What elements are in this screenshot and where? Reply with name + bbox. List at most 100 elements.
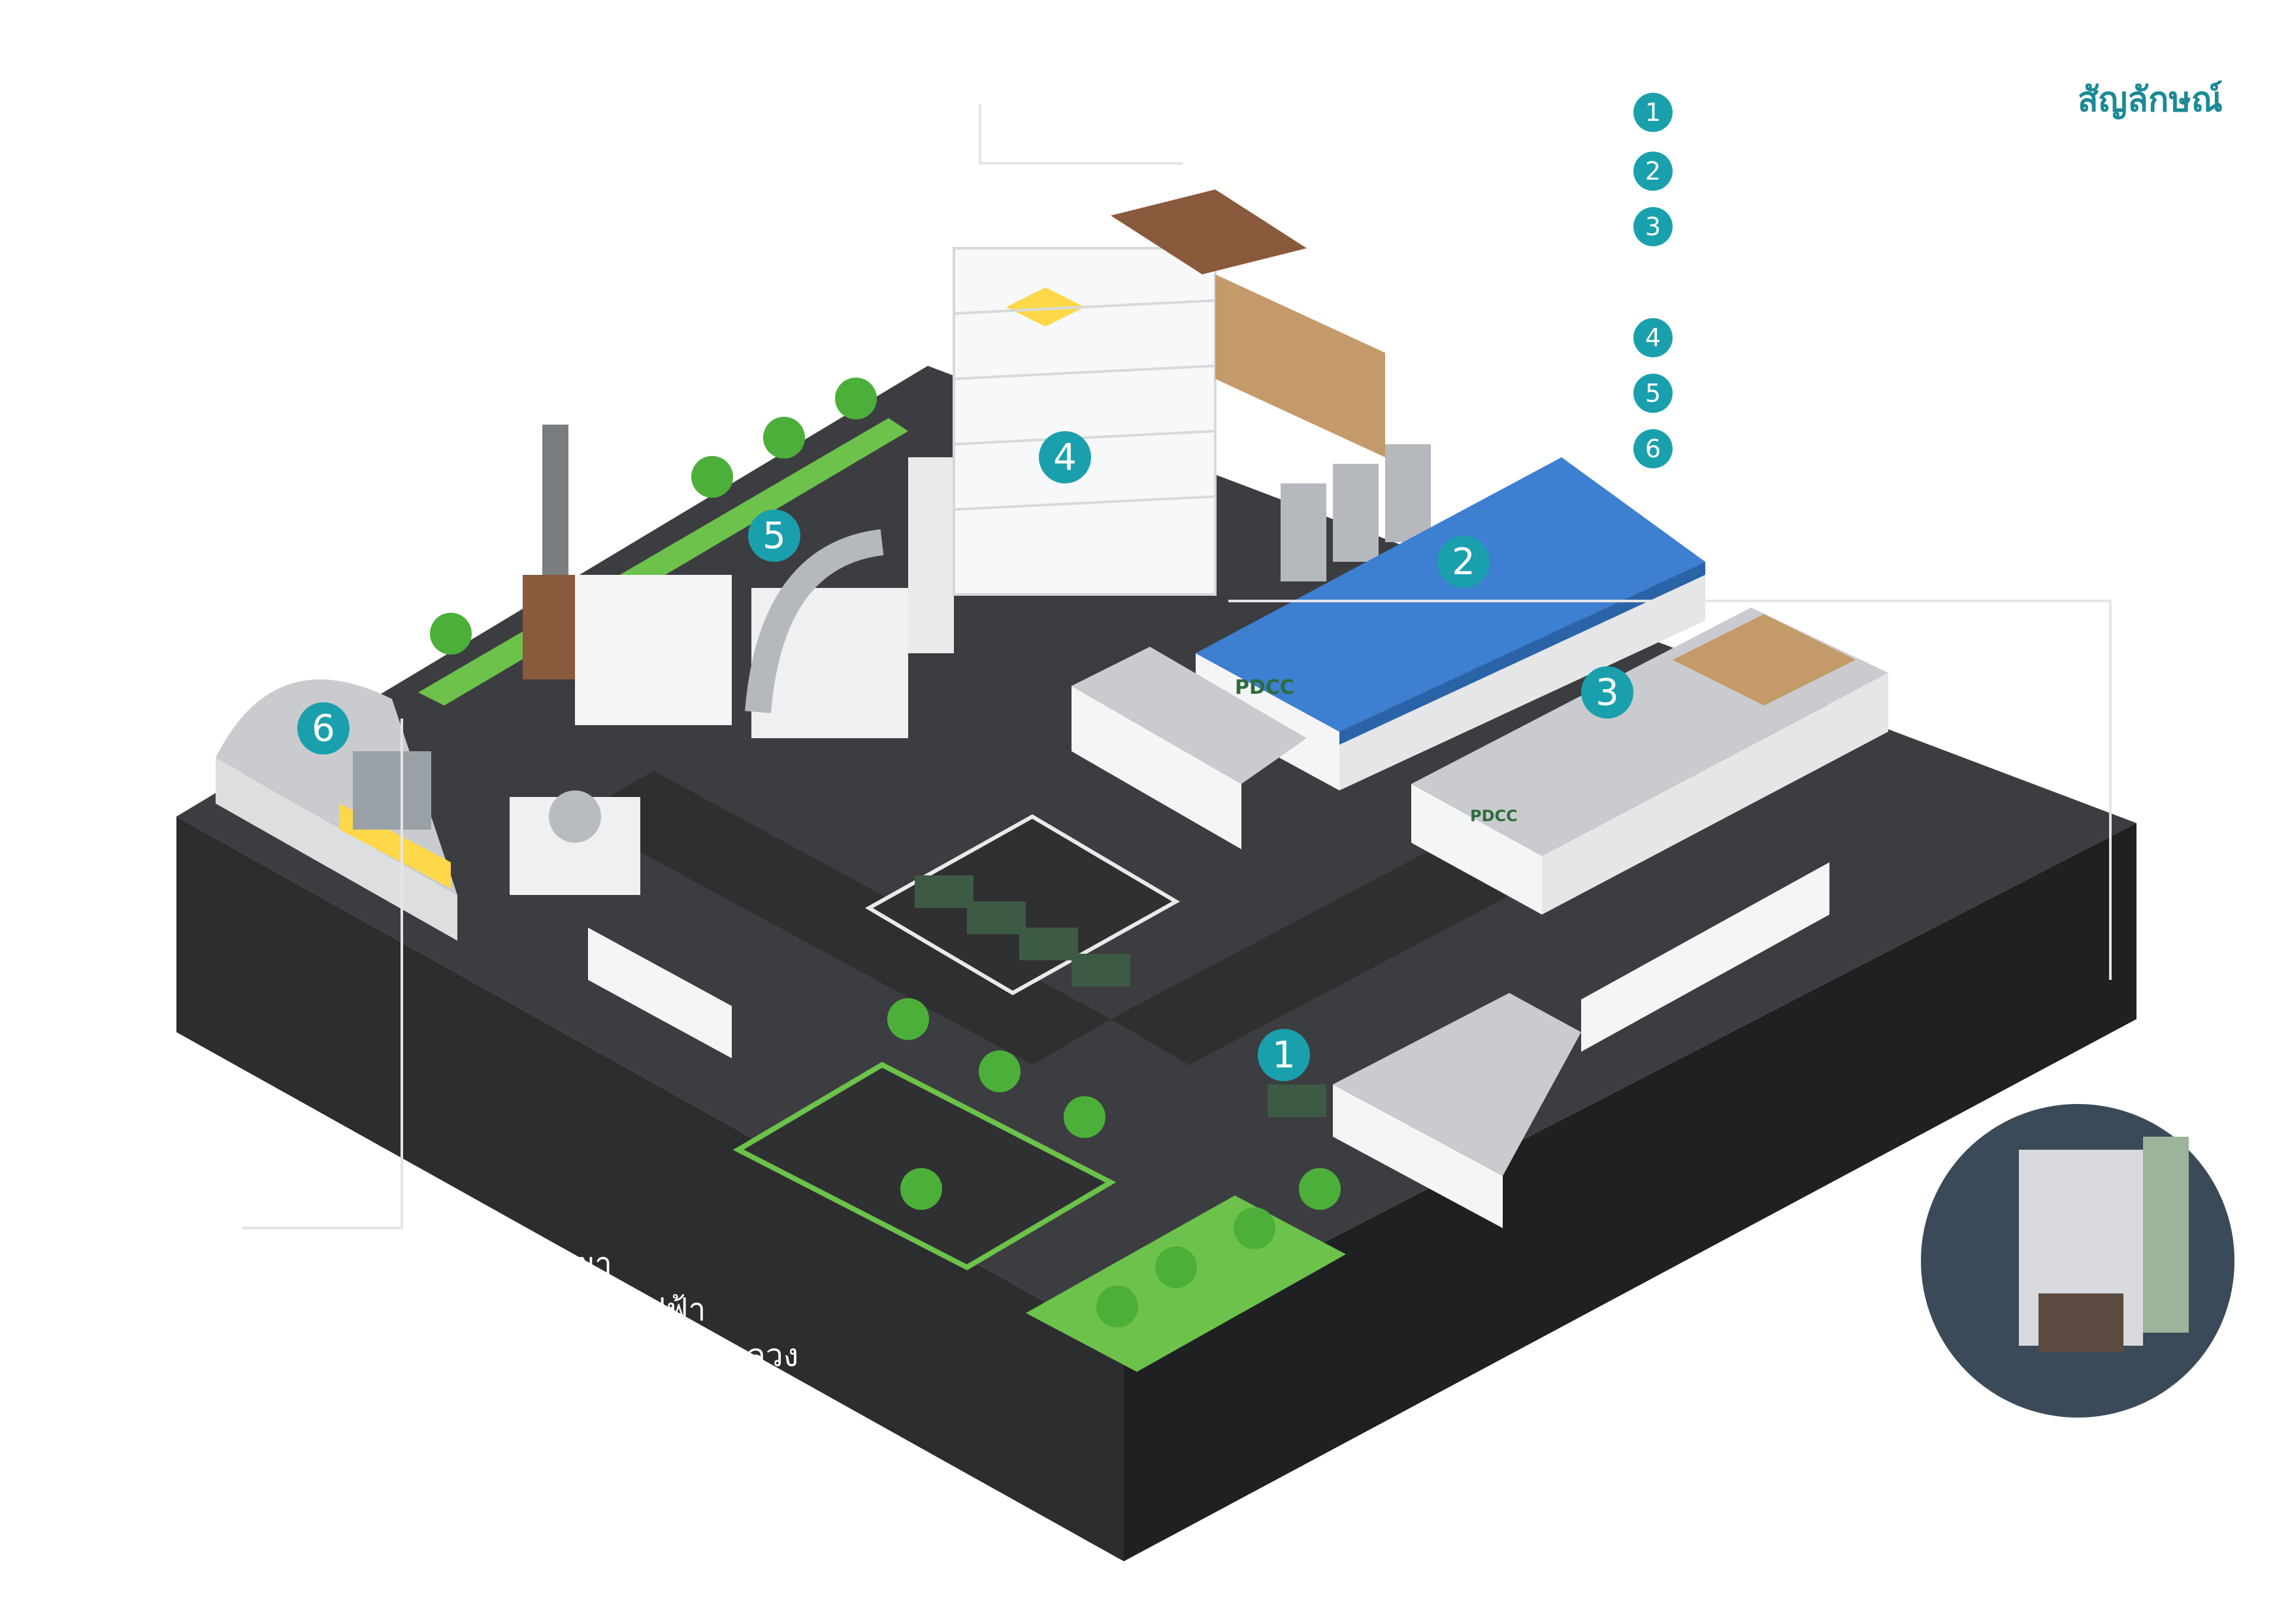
tree xyxy=(1299,1168,1341,1210)
office-building xyxy=(1072,686,1241,849)
note-steam-line1: ระบบผลิตไอน้ำตั้งอยู่ด้านหลังเตาเผา xyxy=(124,1246,612,1282)
note-text: ช่วยให้สามารถควบคุมอุณหภูมิ xyxy=(548,103,972,139)
hazardous-building-wall xyxy=(1411,784,1542,915)
staff-house xyxy=(588,928,732,1058)
hazardous-waste-building xyxy=(1411,608,1888,915)
legend-number: 1 xyxy=(1633,92,1673,132)
tree xyxy=(691,456,733,498)
marker-1: 1 xyxy=(1258,1029,1310,1081)
storage-tank xyxy=(1333,464,1379,562)
tree xyxy=(1064,1096,1105,1138)
garbage-truck xyxy=(1268,1084,1326,1117)
legend-label: ระบบบำบัดมลพิษทางอากาศ xyxy=(1690,375,2054,410)
legend-label: อาคารเตาเผา xyxy=(1690,319,1869,355)
garbage-truck xyxy=(1019,928,1078,960)
truck-parking xyxy=(864,814,1326,1117)
incinerator-frame xyxy=(953,247,1217,596)
note-steam-line2: โดยส่วนของไอน้ำสามารถผลิตกระแสไฟฟ้า xyxy=(124,1291,706,1328)
cooling-fan xyxy=(549,790,601,843)
legend-label: ผลิตผสมของเสีย / จัดเก็บแบตเตอรี่ xyxy=(1690,264,2136,299)
power-hall-wall xyxy=(216,758,457,941)
photo-furnace-door xyxy=(2038,1293,2123,1352)
tree xyxy=(835,378,877,419)
legend-item-2: 2 อาคารคัดแยกและปรับปรุงของเสียไม่อันตรา… xyxy=(1633,147,2274,195)
garbage-truck xyxy=(915,875,974,908)
legend-number: 6 xyxy=(1633,429,1673,468)
legend-label: ส่วนผลิตกระแสไฟฟ้าจากไอน้ำ xyxy=(1690,430,2087,466)
legend-number: 5 xyxy=(1633,373,1673,413)
steam-power-building xyxy=(216,679,640,941)
note-steam-system: ระบบผลิตไอน้ำตั้งอยู่ด้านหลังเตาเผา โดยส… xyxy=(124,1241,908,1378)
marker-6: 6 xyxy=(297,702,350,755)
duct-pipe xyxy=(745,529,884,713)
callout-top-left xyxy=(979,105,1183,165)
sorting-building-side xyxy=(1339,562,1705,790)
incinerator-floor-line xyxy=(953,495,1216,511)
tree xyxy=(1155,1246,1197,1288)
long-shed xyxy=(1581,862,1829,1052)
incinerator-floor-line xyxy=(953,365,1216,380)
waste-bunker xyxy=(1215,274,1385,457)
small-buildings xyxy=(588,647,1829,1254)
note-heading: ระบบเตาเผาแบบฟลูอิไดซ์เบด xyxy=(150,103,548,139)
note-battery-line1: การนำแบตเตอรี่ขึ้นเตา xyxy=(1609,1291,1921,1328)
generator-body xyxy=(353,751,431,830)
legend-item-5: 5 ระบบบำบัดมลพิษทางอากาศ xyxy=(1633,369,2053,417)
legend-label: ชั่งน้ำหนัก xyxy=(1690,94,1821,129)
legend-title: สัญลักษณ์ xyxy=(2078,80,2223,120)
battery-furnace-photo xyxy=(1921,1104,2235,1418)
callout-lines xyxy=(242,105,2112,1229)
scrubber-block-1 xyxy=(575,575,732,725)
hazardous-pit xyxy=(1673,614,1856,706)
photo-silo xyxy=(2143,1137,2189,1333)
callout-bottom-left xyxy=(242,719,403,1229)
platform-right-side xyxy=(1124,823,2136,1561)
note-battery-line2: เพื่อการรีไซเคิลด้วย xyxy=(1656,1337,1921,1374)
tree xyxy=(763,417,805,459)
legend-item-4: 4 อาคารเตาเผา xyxy=(1633,314,1869,361)
incinerator-building xyxy=(953,189,1431,596)
tree xyxy=(430,613,472,655)
tree xyxy=(1096,1286,1138,1327)
tree xyxy=(900,1168,942,1210)
tree xyxy=(1234,1207,1275,1249)
stack xyxy=(542,425,568,594)
storage-tanks xyxy=(1281,444,1431,581)
storage-tank xyxy=(1281,483,1326,581)
legend-label: อาคารจัดการของเสียอันตราย / xyxy=(1690,208,2094,244)
incinerator-floors xyxy=(953,299,1216,511)
callout-right xyxy=(1228,600,2112,980)
sorting-building-logo: PDCC xyxy=(1235,676,1294,699)
note-fluidized-bed-line1: ระบบเตาเผาแบบฟลูอิไดซ์เบด ช่วยให้สามารถค… xyxy=(150,98,987,144)
marker-4: 4 xyxy=(1039,431,1091,483)
legend-number: 4 xyxy=(1633,317,1673,357)
note-battery-recycling: การนำแบตเตอรี่ขึ้นเตา เพื่อการรีไซเคิลด้… xyxy=(1555,1287,1921,1424)
garden-front-left xyxy=(732,1062,1117,1271)
note-steam-line3: เพื่อใช้ในโรงงานและส่งขายให้การไฟฟ้านครห… xyxy=(124,1337,799,1374)
waste-bunker-roof xyxy=(1111,189,1307,274)
marker-5: 5 xyxy=(748,510,800,562)
legend-number: 3 xyxy=(1633,206,1673,246)
legend-item-6: 6 ส่วนผลิตกระแสไฟฟ้าจากไอน้ำ xyxy=(1633,425,2087,472)
air-treatment-system xyxy=(523,425,954,738)
marker-2: 2 xyxy=(1437,536,1490,588)
sorting-building-roof-shade xyxy=(1339,562,1705,745)
hazardous-building-logo: PDCC xyxy=(1470,807,1518,825)
road-main xyxy=(575,771,1111,1065)
platform-left-side xyxy=(176,817,1124,1561)
legend-item-3: 3 อาคารจัดการของเสียอันตราย / xyxy=(1633,203,2094,250)
note-fluidized-bed: ระบบเตาเผาแบบฟลูอิไดซ์เบด ช่วยให้สามารถค… xyxy=(150,98,987,281)
marker-3: 3 xyxy=(1581,666,1633,719)
garbage-trucks xyxy=(915,875,1326,1117)
note-fluidized-bed-line2: การเผาไหม้ได้คงที่ ที่ 850-900 องศาเซลเซ… xyxy=(150,148,972,231)
incinerator-floor-line xyxy=(953,430,1216,446)
weighbridge-office xyxy=(1333,1084,1503,1228)
trees xyxy=(430,378,1341,1327)
office-building-roof xyxy=(1072,647,1307,784)
garbage-truck xyxy=(967,901,1026,934)
silo-tall xyxy=(908,457,954,653)
legend-item-1: 1 ชั่งน้ำหนัก xyxy=(1633,88,1821,136)
hazardous-building-side xyxy=(1542,673,1888,915)
